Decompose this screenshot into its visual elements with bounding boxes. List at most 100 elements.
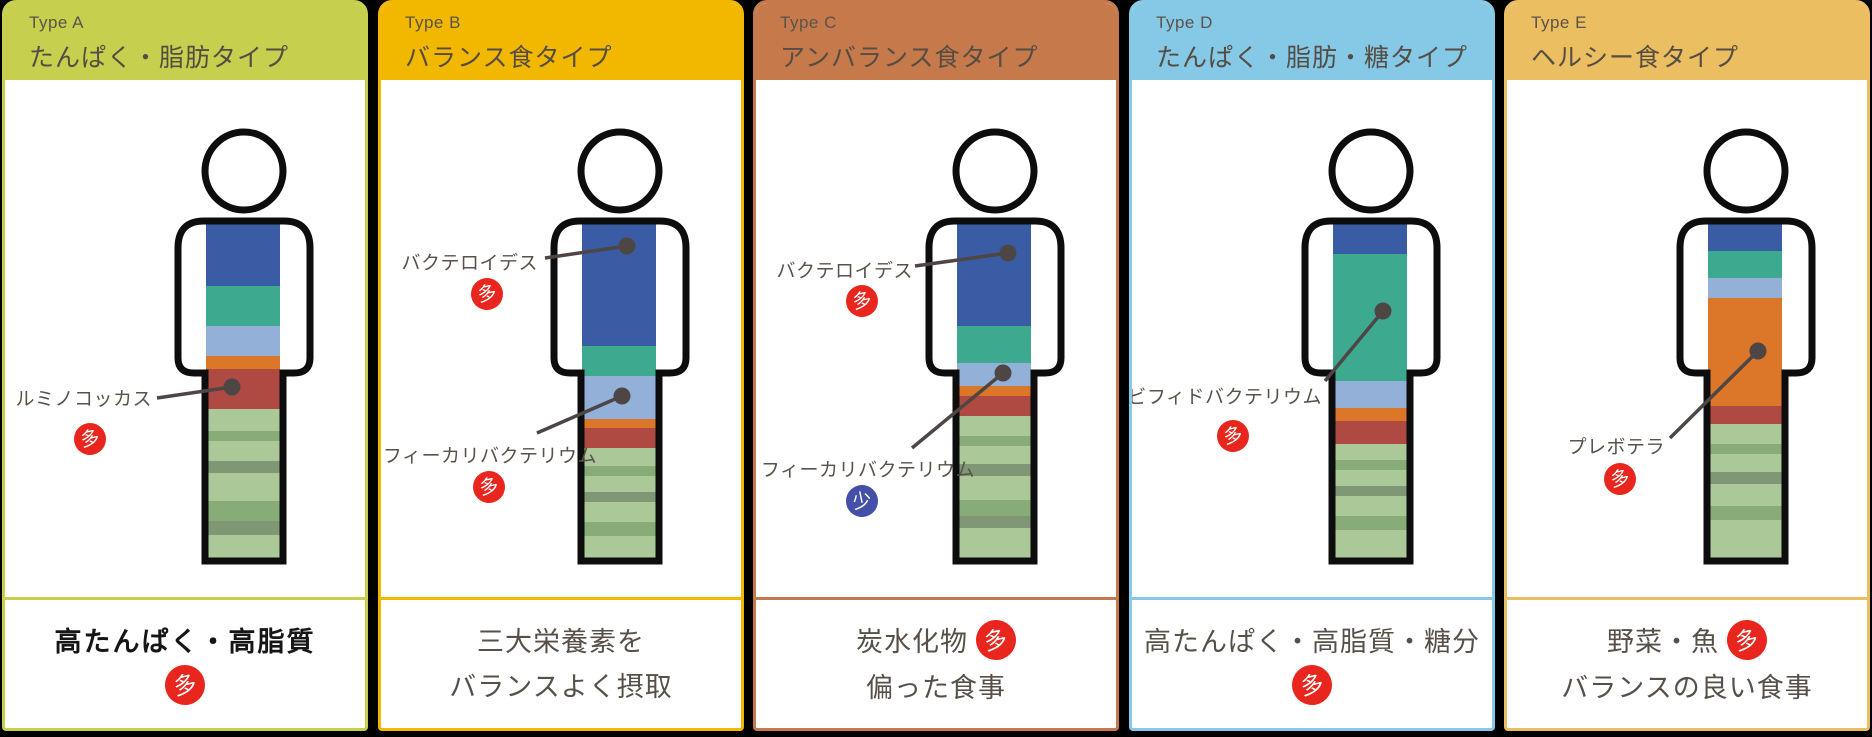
person-head-icon (1703, 128, 1789, 214)
figure-band-other (957, 500, 1031, 516)
figure-band-bifidobacterium (1333, 254, 1407, 381)
figure-band-other (582, 476, 656, 492)
diet-text: 炭水化物 (856, 627, 968, 657)
diet-description: 三大栄養素を (477, 627, 645, 657)
annotation-dot (1374, 302, 1392, 320)
card-title: アンバランス食タイプ (780, 44, 1039, 72)
gut-bands (1333, 221, 1407, 561)
figure-band-bacteroides (1708, 221, 1782, 251)
figure-band-other (1333, 530, 1407, 561)
card-footer: 三大栄養素を バランスよく摂取 (381, 597, 741, 728)
figure-band-bifidobacterium (582, 346, 656, 376)
annotation-line (544, 244, 628, 260)
diet-description: 高たんぱく・高脂質・糖分 (1144, 626, 1480, 657)
figure-band-other (206, 461, 280, 473)
card-type-c: Type C アンバランス食タイプ バクテロイデス 多 フィーカリバクテリウム … (753, 0, 1119, 731)
figure-band-other (206, 521, 280, 535)
annotation-line (914, 251, 1009, 268)
person-head-icon (201, 128, 287, 214)
figure-band-other (582, 448, 656, 466)
figure-band-bacteroides (1333, 221, 1407, 254)
figure-band-other (206, 431, 280, 441)
type-label: Type C (780, 13, 837, 32)
person-figure (156, 128, 314, 565)
gut-bands (1708, 221, 1782, 561)
figure-band-other (1708, 520, 1782, 561)
figure-band-other (206, 409, 280, 431)
annotation-line (1323, 309, 1385, 383)
card-type-a: Type A たんぱく・脂肪タイプ ルミノコッカス 多 高たんぱく・高脂質 多 (2, 0, 368, 731)
diet-description: バランスよく摂取 (449, 672, 673, 702)
bacteria-label: プレボテラ (1567, 437, 1665, 458)
figure-area: バクテロイデス 多 フィーカリバクテリウム 少 (756, 80, 1116, 597)
figure-band-other (1333, 460, 1407, 470)
figure-band-other (957, 416, 1031, 436)
amount-badge: 多 (972, 615, 1020, 664)
figure-band-bifidobacterium (1708, 251, 1782, 278)
type-label: Type B (405, 13, 461, 32)
diet-description: 野菜・魚 多 (1607, 615, 1771, 664)
figure-band-other (206, 441, 280, 461)
figure-band-other (1708, 444, 1782, 454)
annotation-dot (994, 364, 1012, 382)
figure-band-prevotella (957, 386, 1031, 396)
card-footer: 高たんぱく・高脂質・糖分 多 (1132, 597, 1492, 728)
figure-band-other (957, 528, 1031, 561)
figure-band-ruminococcus (957, 396, 1031, 416)
person-body-outline-icon (1676, 217, 1816, 565)
figure-band-other (582, 492, 656, 502)
figure-band-other (957, 516, 1031, 528)
card-header: Type A たんぱく・脂肪タイプ (5, 3, 365, 80)
amount-badge: 多 (161, 660, 209, 709)
type-label: Type E (1531, 13, 1587, 32)
bacteria-label: フィーカリバクテリウム (382, 446, 597, 467)
figure-band-other (957, 464, 1031, 476)
annotation-dot (999, 244, 1017, 262)
figure-band-prevotella (1333, 408, 1407, 421)
card-title: たんぱく・脂肪タイプ (29, 44, 290, 72)
gut-bands (582, 221, 656, 561)
figure-band-other (1333, 486, 1407, 496)
card-type-b: Type B バランス食タイプ バクテロイデス 多 フィーカリバクテリウム 多 … (378, 0, 744, 731)
type-label: Type A (29, 13, 84, 32)
diet-description: 偏った食事 (866, 672, 1006, 703)
card-type-e: Type E ヘルシー食タイプ プレボテラ 多 野菜・魚 多 バランスの良い食事 (1504, 0, 1870, 731)
card-header: Type B バランス食タイプ (381, 3, 741, 80)
bacteria-label: フィーカリバクテリウム (760, 460, 975, 481)
card-title: ヘルシー食タイプ (1531, 44, 1740, 72)
person-body-outline-icon (925, 217, 1065, 565)
figure-band-other (582, 536, 656, 561)
figure-band-other (957, 476, 1031, 500)
figure-band-bacteroides (582, 221, 656, 346)
figure-band-other (1333, 470, 1407, 486)
figure-band-other (957, 436, 1031, 446)
figure-area: プレボテラ 多 (1507, 80, 1867, 597)
figure-band-faecalibacterium (1333, 381, 1407, 408)
figure-band-faecalibacterium (1708, 278, 1782, 298)
annotation-dot (618, 237, 636, 255)
figure-band-prevotella (582, 419, 656, 428)
figure-band-ruminococcus (1708, 406, 1782, 424)
figure-band-other (206, 473, 280, 501)
person-figure (910, 128, 1065, 565)
figure-band-other (206, 535, 280, 561)
person-body-outline-icon (550, 217, 690, 565)
figure-band-other (1333, 496, 1407, 516)
annotation-line (1668, 349, 1760, 440)
figure-band-ruminococcus (1333, 421, 1407, 444)
figure-band-other (957, 446, 1031, 464)
figure-band-other (1708, 454, 1782, 472)
bacteria-label: ルミノコッカス (15, 389, 152, 410)
figure-band-other (1708, 484, 1782, 506)
diet-description: バランスの良い食事 (1561, 672, 1813, 703)
annotation-dot (223, 378, 241, 396)
figure-band-other (1708, 424, 1782, 444)
amount-badge: 多 (1723, 615, 1771, 664)
figure-area: バクテロイデス 多 フィーカリバクテリウム 多 (381, 80, 741, 597)
annotation-dot (1749, 342, 1767, 360)
card-title: バランス食タイプ (405, 44, 613, 72)
figure-band-other (1708, 472, 1782, 484)
annotation-line (536, 394, 623, 435)
figure-band-other (582, 466, 656, 476)
card-header: Type E ヘルシー食タイプ (1507, 3, 1867, 80)
